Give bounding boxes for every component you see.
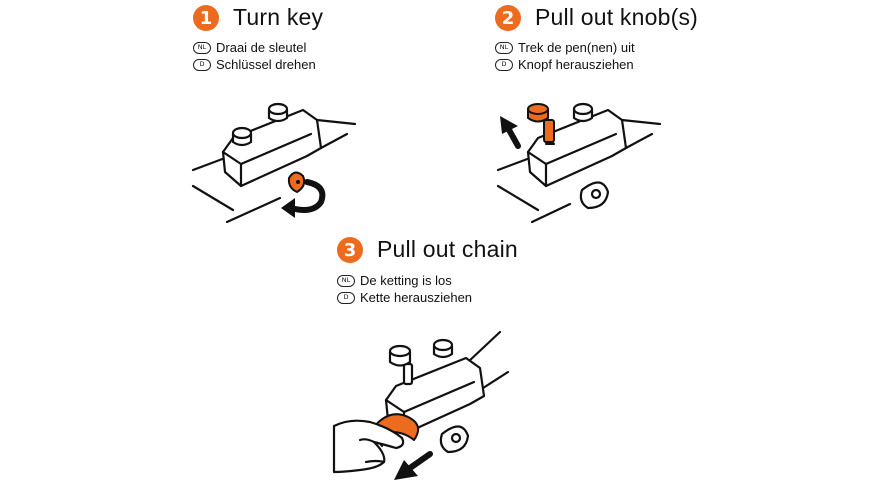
- step-3-title: Pull out chain: [377, 236, 518, 262]
- step-2-text-d: Knopf herausziehen: [518, 57, 634, 72]
- step-2-number-badge: 2: [495, 5, 521, 31]
- step-3-number-badge: 3: [337, 237, 363, 263]
- step-1-title: Turn key: [233, 4, 324, 30]
- step-1-line-nl: NL Draai de sleutel: [193, 40, 306, 55]
- d-language-icon: D: [337, 291, 355, 304]
- d-language-icon: D: [193, 58, 211, 71]
- step-1-text-nl: Draai de sleutel: [216, 40, 307, 55]
- step-3-text-nl: De ketting is los: [360, 273, 452, 288]
- step-1-illustration: [191, 102, 357, 224]
- knob-icon: [432, 338, 454, 359]
- step-1-text-d: Schlüssel drehen: [216, 57, 316, 72]
- knob-icon: [572, 102, 594, 123]
- step-2-illustration: [496, 102, 662, 224]
- step-2-line-d: D Knopf herausziehen: [495, 57, 634, 72]
- step-1-line-d: D Schlüssel drehen: [193, 57, 316, 72]
- step-2-text-nl: Trek de pen(nen) uit: [518, 40, 635, 55]
- step-2-line-nl: NL Trek de pen(nen) uit: [495, 40, 635, 55]
- knob-icon: [388, 344, 414, 386]
- nl-language-icon: NL: [337, 274, 355, 287]
- knob-icon: [231, 126, 253, 147]
- rotate-arrow-icon: [281, 179, 326, 218]
- pull-down-arrow-icon: [394, 451, 433, 480]
- knob-icon: [267, 102, 289, 123]
- pulled-knob-icon: [527, 103, 555, 145]
- nl-language-icon: NL: [193, 41, 211, 54]
- d-language-icon: D: [495, 58, 513, 71]
- step-1-number-badge: 1: [193, 5, 219, 31]
- pull-up-arrow-icon: [500, 116, 521, 149]
- step-2-title: Pull out knob(s): [535, 4, 698, 30]
- step-3-line-nl: NL De ketting is los: [337, 273, 452, 288]
- hand-icon: [332, 419, 405, 474]
- step-3-text-d: Kette herausziehen: [360, 290, 473, 305]
- nl-language-icon: NL: [495, 41, 513, 54]
- key-icon: [287, 171, 306, 193]
- step-3-illustration: [332, 330, 510, 480]
- step-3-line-d: D Kette herausziehen: [337, 290, 472, 305]
